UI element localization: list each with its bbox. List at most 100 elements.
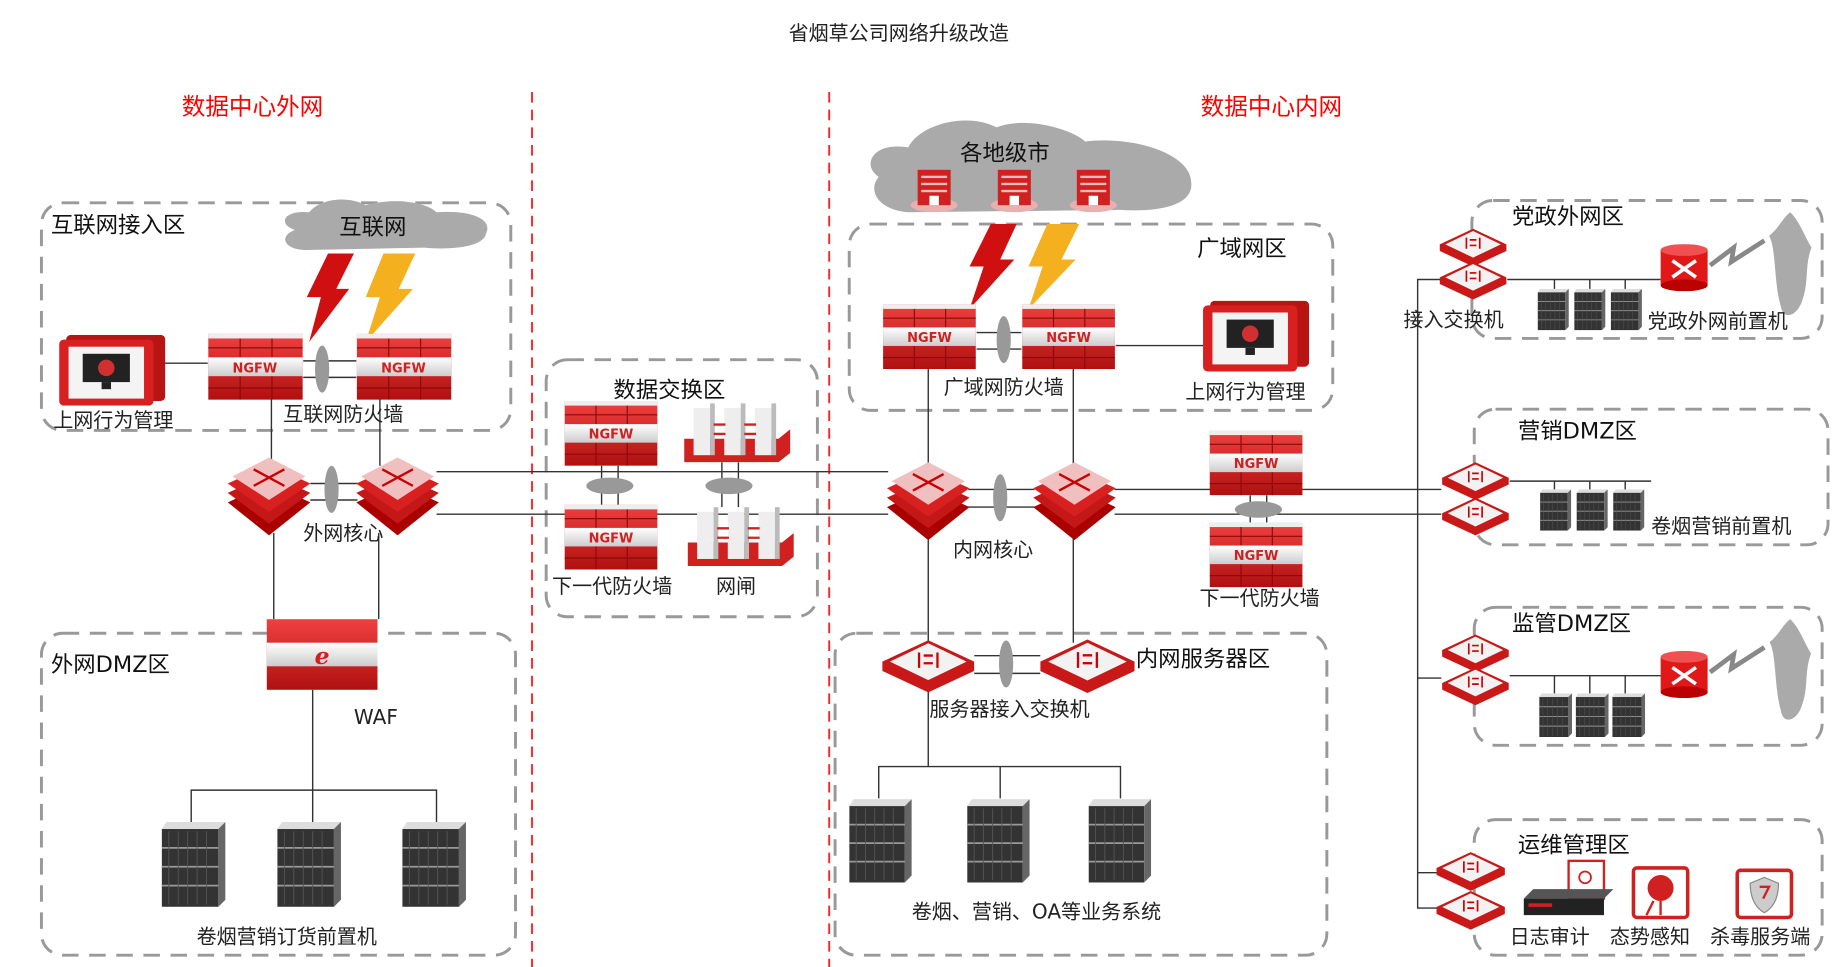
- server-icon[interactable]: [849, 798, 912, 884]
- server-icon[interactable]: [1573, 288, 1606, 331]
- antivirus-server-icon[interactable]: [1735, 868, 1794, 920]
- server-icon[interactable]: [1539, 693, 1573, 738]
- server-icon[interactable]: [161, 821, 226, 907]
- server-icon[interactable]: [1610, 288, 1643, 331]
- access-switch-icon[interactable]: [1438, 228, 1508, 267]
- internet-firewall-label: 互联网防火墙: [283, 402, 403, 426]
- zone-label-internet-access: 互联网接入区: [51, 212, 185, 238]
- ngfw-label: NGFW: [1234, 457, 1279, 472]
- ngfw-label: NGFW: [589, 428, 634, 443]
- wan-behavior-mgmt-label: 上网行为管理: [1185, 380, 1305, 404]
- server-icon[interactable]: [402, 821, 466, 907]
- lightning-red-icon: [306, 253, 354, 342]
- internet-cloud-icon: [284, 199, 488, 251]
- wireless-link-icon: [1708, 238, 1766, 268]
- waf-icon[interactable]: [266, 619, 378, 690]
- exchange-gate-2-icon[interactable]: [687, 507, 794, 567]
- wireless-link-icon: [1708, 645, 1766, 675]
- outer-dmz-servers-label: 卷烟营销订货前置机: [197, 924, 377, 948]
- access-switch-icon[interactable]: [1441, 462, 1510, 501]
- zone-label-party-gov: 党政外网区: [1512, 204, 1624, 230]
- router-icon[interactable]: [1660, 650, 1708, 699]
- outer-core-switch-1-icon[interactable]: [227, 457, 311, 536]
- ha-link-icon: [705, 477, 753, 495]
- access-switch-icon[interactable]: [1436, 890, 1505, 931]
- server-icon[interactable]: [1612, 693, 1646, 738]
- zone-label-marketing-dmz: 营销DMZ区: [1518, 419, 1637, 445]
- ngfw-label: NGFW: [1234, 549, 1279, 564]
- server-icon[interactable]: [1576, 489, 1609, 531]
- antivirus-label: 杀毒服务端: [1710, 924, 1810, 948]
- internet-cloud-label: 互联网: [339, 215, 406, 241]
- ngfw-label: NGFW: [907, 331, 952, 346]
- wan-behavior-mgmt-monitor-icon[interactable]: [1203, 300, 1310, 372]
- ha-link-icon: [586, 477, 634, 495]
- lightning-yellow-icon: [365, 253, 416, 342]
- access-switch-icon[interactable]: [1441, 497, 1510, 536]
- cities-cloud-label: 各地级市: [960, 140, 1050, 166]
- server-icon[interactable]: [1539, 489, 1572, 531]
- ha-link-icon: [993, 474, 1008, 522]
- zone-label-inner-servers: 内网服务器区: [1136, 646, 1270, 672]
- server-icon[interactable]: [967, 798, 1030, 884]
- access-switch-label: 接入交换机: [1404, 308, 1504, 332]
- links: [162, 278, 1661, 909]
- ha-link-icon: [324, 465, 339, 513]
- external-cloud-icon: [1769, 619, 1812, 720]
- party-gov-servers-label: 党政外网前置机: [1648, 309, 1788, 333]
- server-access-switch-1-icon[interactable]: [882, 638, 975, 694]
- server-icon[interactable]: [1537, 288, 1570, 331]
- cities-cloud-icon: [870, 120, 1192, 213]
- ha-link-icon: [315, 345, 330, 393]
- exchange-gate-label: 网闸: [716, 574, 756, 598]
- wan-firewall-label: 广域网防火墙: [944, 375, 1064, 399]
- behavior-mgmt-label: 上网行为管理: [53, 408, 173, 432]
- zone-label-data-exchange: 数据交换区: [613, 377, 725, 403]
- marketing-servers-label: 卷烟营销前置机: [1651, 514, 1791, 538]
- zone-outer-dmz: [39, 631, 517, 957]
- server-icon[interactable]: [1612, 489, 1645, 531]
- building-icon: [1069, 169, 1117, 213]
- zone-data-exchange: [544, 358, 819, 619]
- inner-core-switch-1-icon[interactable]: [886, 462, 970, 541]
- router-icon[interactable]: [1660, 244, 1708, 292]
- section-outer: 数据中心外网: [182, 92, 323, 120]
- inner-core-switch-2-icon[interactable]: [1033, 462, 1116, 541]
- section-inner: 数据中心内网: [1201, 92, 1342, 120]
- server-icon[interactable]: [1575, 693, 1609, 738]
- zone-label-wan: 广域网区: [1197, 236, 1287, 262]
- zone-inner-servers: [833, 631, 1329, 957]
- access-switch-icon[interactable]: [1438, 261, 1508, 300]
- server-icon[interactable]: [277, 821, 341, 907]
- external-cloud-icon: [1769, 212, 1812, 316]
- server-access-switch-2-icon[interactable]: [1040, 638, 1135, 695]
- diagram-title: 省烟草公司网络升级改造: [789, 21, 1009, 45]
- server-access-switch-label: 服务器接入交换机: [929, 697, 1089, 721]
- business-systems-label: 卷烟、营销、OA等业务系统: [912, 900, 1161, 924]
- zone-internet-access: [39, 201, 513, 432]
- lightning-red-icon: [969, 224, 1017, 309]
- log-audit-label: 日志审计: [1510, 924, 1590, 948]
- ha-link-icon: [1234, 501, 1283, 518]
- zone-party-gov: [1470, 199, 1824, 340]
- access-switch-icon[interactable]: [1441, 667, 1510, 706]
- inner-ngfw-label: 下一代防火墙: [1199, 586, 1319, 610]
- situation-awareness-icon[interactable]: [1631, 866, 1690, 920]
- zone-label-supervision-dmz: 监管DMZ区: [1512, 611, 1631, 637]
- behavior-mgmt-monitor-icon[interactable]: [59, 334, 166, 406]
- building-icon: [910, 169, 958, 213]
- lightning-yellow-icon: [1028, 224, 1080, 309]
- ngfw-label: NGFW: [381, 362, 426, 377]
- ngfw-label: NGFW: [589, 531, 634, 546]
- exchange-gate-1-icon[interactable]: [684, 403, 791, 463]
- ha-link-icon: [999, 640, 1014, 688]
- exchange-ngfw-label: 下一代防火墙: [552, 574, 672, 598]
- access-switch-icon[interactable]: [1441, 634, 1510, 673]
- log-audit-icon[interactable]: [1523, 859, 1614, 916]
- server-icon[interactable]: [1088, 798, 1152, 884]
- outer-core-label: 外网核心: [303, 521, 383, 545]
- ngfw-label: NGFW: [233, 362, 278, 377]
- zone-label-ops: 运维管理区: [1518, 833, 1630, 859]
- access-switch-icon[interactable]: [1436, 851, 1505, 892]
